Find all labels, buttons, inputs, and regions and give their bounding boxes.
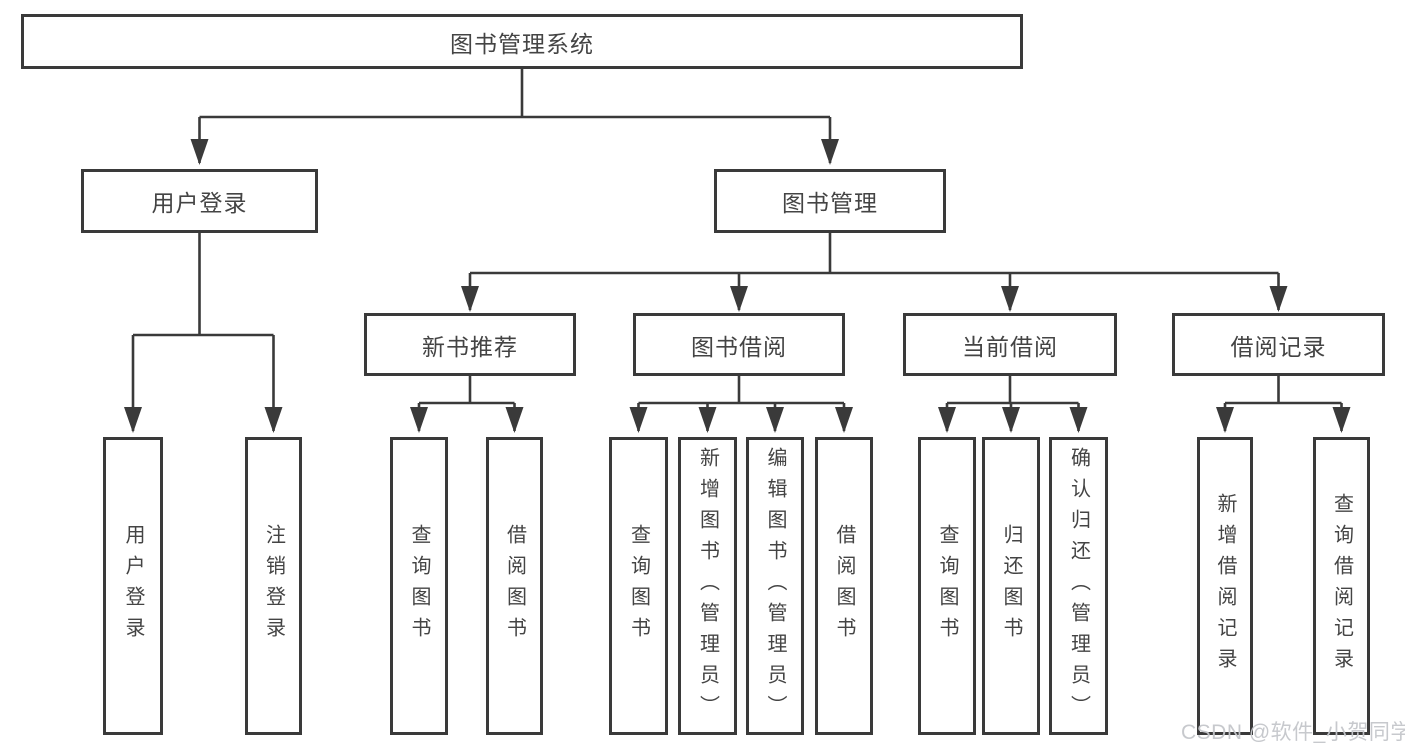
node-book-borrow: 图书借阅 bbox=[633, 313, 845, 376]
leaf-user-login-label: 用户登录 bbox=[122, 524, 144, 648]
node-library-system-label: 图书管理系统 bbox=[450, 30, 594, 57]
node-user-login: 用户登录 bbox=[81, 169, 318, 233]
node-borrow-records: 借阅记录 bbox=[1172, 313, 1385, 376]
leaf-query-books-borrow-label: 查询图书 bbox=[627, 524, 650, 648]
node-library-system: 图书管理系统 bbox=[21, 14, 1023, 69]
leaf-confirm-return-admin-label: 确认归还（管理员） bbox=[1067, 446, 1090, 726]
leaf-borrow-books-recommend-label: 借阅图书 bbox=[503, 524, 526, 648]
leaf-query-books-current-label: 查询图书 bbox=[936, 524, 958, 648]
leaf-query-borrow-record-label: 查询借阅记录 bbox=[1330, 493, 1353, 679]
leaf-borrow-books: 借阅图书 bbox=[815, 437, 873, 735]
node-book-management-label: 图书管理 bbox=[782, 190, 878, 216]
leaf-logout: 注销登录 bbox=[245, 437, 302, 735]
node-current-borrow: 当前借阅 bbox=[903, 313, 1117, 376]
leaf-add-books-admin: 新增图书（管理员） bbox=[678, 437, 737, 735]
leaf-add-borrow-record: 新增借阅记录 bbox=[1197, 437, 1253, 735]
leaf-query-books-recommend: 查询图书 bbox=[390, 437, 448, 735]
leaf-add-borrow-record-label: 新增借阅记录 bbox=[1214, 493, 1236, 679]
leaf-confirm-return-admin: 确认归还（管理员） bbox=[1049, 437, 1108, 735]
leaf-return-books: 归还图书 bbox=[982, 437, 1040, 735]
leaf-query-borrow-record: 查询借阅记录 bbox=[1313, 437, 1370, 735]
leaf-logout-label: 注销登录 bbox=[262, 524, 285, 648]
leaf-add-books-admin-label: 新增图书（管理员） bbox=[696, 446, 719, 726]
leaf-query-books-recommend-label: 查询图书 bbox=[408, 524, 430, 648]
node-borrow-records-label: 借阅记录 bbox=[1230, 333, 1327, 360]
watermark: CSDN @软件_小贺同学 bbox=[1181, 721, 1405, 744]
leaf-borrow-books-recommend: 借阅图书 bbox=[486, 437, 543, 735]
leaf-user-login: 用户登录 bbox=[103, 437, 163, 735]
node-book-management: 图书管理 bbox=[714, 169, 946, 233]
node-new-book-recommend: 新书推荐 bbox=[364, 313, 576, 376]
node-user-login-label: 用户登录 bbox=[151, 190, 248, 216]
node-new-book-recommend-label: 新书推荐 bbox=[422, 333, 518, 360]
node-book-borrow-label: 图书借阅 bbox=[691, 333, 787, 360]
node-current-borrow-label: 当前借阅 bbox=[962, 333, 1058, 360]
leaf-edit-books-admin-label: 编辑图书（管理员） bbox=[764, 446, 786, 726]
leaf-query-books-borrow: 查询图书 bbox=[609, 437, 668, 735]
leaf-borrow-books-label: 借阅图书 bbox=[833, 524, 855, 648]
leaf-query-books-current: 查询图书 bbox=[918, 437, 976, 735]
leaf-return-books-label: 归还图书 bbox=[1000, 524, 1022, 648]
leaf-edit-books-admin: 编辑图书（管理员） bbox=[746, 437, 804, 735]
